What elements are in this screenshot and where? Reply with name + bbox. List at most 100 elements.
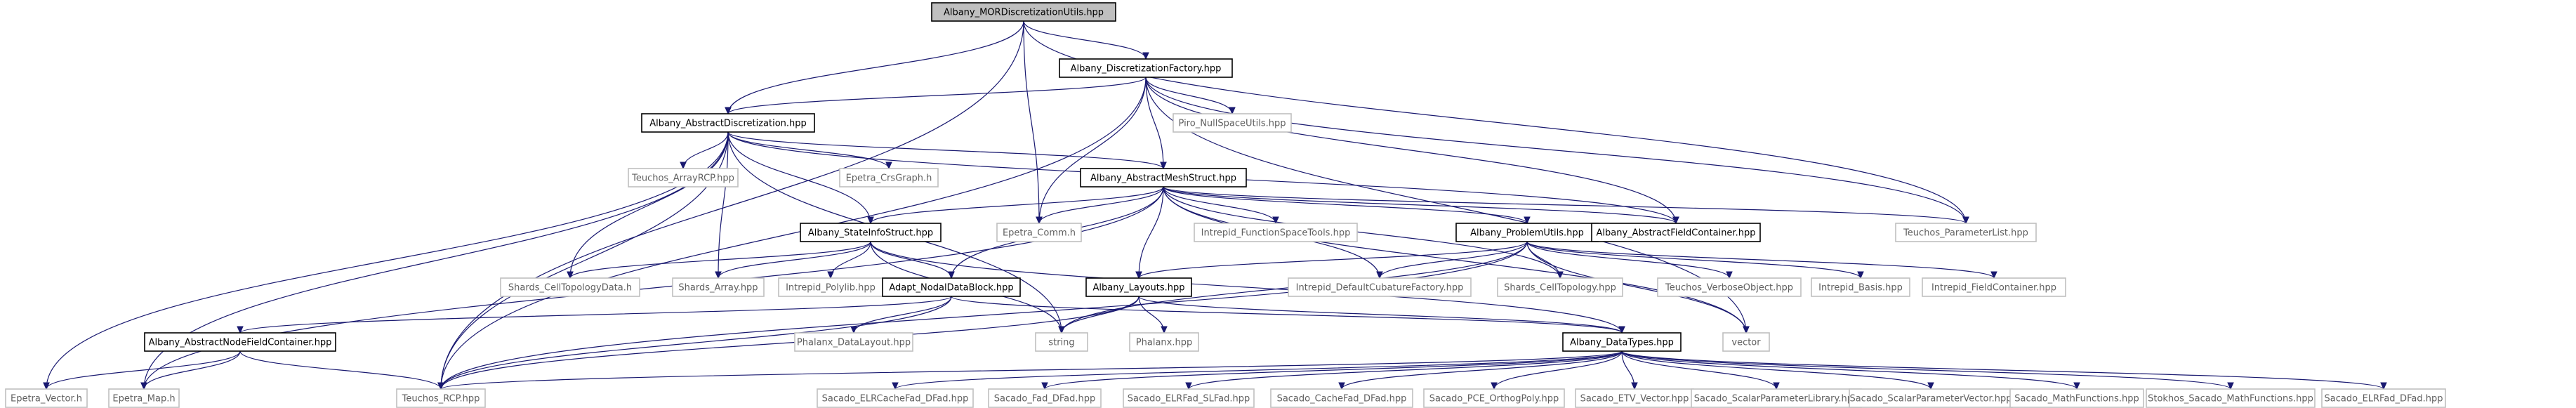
- edge-line: [718, 241, 871, 279]
- edge-line: [1493, 350, 1623, 390]
- node-sacado-elrcachefad-dfad-hpp: Sacado_ELRCacheFad_DFad.hpp: [817, 388, 974, 408]
- edge-arrowhead: [892, 382, 899, 390]
- edge-line: [894, 350, 1623, 390]
- edge-root-to-discfactory: [1023, 20, 1149, 60]
- node-box: [1691, 388, 1862, 408]
- node-label: Sacado_ScalarParameterLibrary.hpp: [1694, 394, 1858, 404]
- node-phalanx-hpp: Phalanx.hpp: [1129, 332, 1199, 352]
- edge-line: [1061, 296, 1140, 334]
- edge-line: [1023, 20, 1040, 224]
- edge-datatypes-to-rcp: [437, 350, 1623, 390]
- node-albany-problemutils-hpp[interactable]: Albany_ProblemUtils.hpp: [1455, 223, 1599, 242]
- edge-arrowhead: [715, 271, 722, 279]
- node-adapt-nodaldatablock-hpp[interactable]: Adapt_NodalDataBlock.hpp: [882, 277, 1021, 297]
- edge-absmesh-to-absfield: [1163, 186, 1679, 225]
- node-label: Stokhos_Sacado_MathFunctions.hpp: [2148, 394, 2313, 404]
- edge-arrowhead: [680, 162, 687, 170]
- node-box: [396, 388, 486, 408]
- node-albany-abstractdiscretization-hpp[interactable]: Albany_AbstractDiscretization.hpp: [641, 113, 815, 133]
- node-shards-array-hpp: Shards_Array.hpp: [672, 277, 765, 297]
- edge-problemutils-to-basis: [1526, 241, 1864, 279]
- edge-datatypes-to-fad: [1041, 350, 1623, 390]
- edge-arrowhead: [140, 382, 147, 390]
- node-box: [1288, 277, 1472, 297]
- edge-absmesh-to-intrepidfs: [1163, 186, 1279, 225]
- node-sacado-mathfunctions-hpp: Sacado_MathFunctions.hpp: [2009, 388, 2144, 408]
- edge-arrowhead: [43, 382, 50, 390]
- edge-absdisc-to-absmesh: [727, 131, 1167, 170]
- edge-layouts-to-rcp: [437, 296, 1140, 390]
- edge-datatypes-to-scalarlib: [1621, 350, 1780, 390]
- node-sacado-scalarparameterlibrary-hpp: Sacado_ScalarParameterLibrary.hpp: [1691, 388, 1862, 408]
- edge-datatypes-to-elrslfad: [1185, 350, 1623, 390]
- node-box: [672, 277, 765, 297]
- edge-arrowhead: [1041, 382, 1048, 390]
- node-box: [794, 332, 913, 352]
- edge-line: [1621, 350, 2078, 390]
- edge-arrowhead: [1631, 382, 1638, 390]
- node-box: [2009, 388, 2144, 408]
- node-albany-discretizationfactory-hpp[interactable]: Albany_DiscretizationFactory.hpp: [1059, 58, 1233, 78]
- edge-arrowhead: [1773, 382, 1780, 390]
- node-box: [1194, 223, 1358, 242]
- edge-line: [1163, 186, 1967, 224]
- edge-line: [727, 131, 871, 224]
- node-sacado-cachefad-dfad-hpp: Sacado_CacheFad_DFad.hpp: [1270, 388, 1413, 408]
- node-box: [1085, 277, 1192, 297]
- edge-line: [1621, 350, 1777, 390]
- edge-line: [718, 131, 729, 279]
- edge-arrowhead: [1491, 382, 1498, 390]
- edge-discfactory-to-absdisc: [725, 77, 1147, 115]
- edge-arrowhead: [1185, 382, 1192, 390]
- node-piro-nullspaceutils-hpp: Piro_NullSpaceUtils.hpp: [1173, 113, 1292, 133]
- edge-root-to-comm: [1023, 20, 1043, 225]
- node-label: Teuchos_ParameterList.hpp: [1903, 228, 2028, 239]
- node-intrepid-functionspacetools-hpp: Intrepid_FunctionSpaceTools.hpp: [1194, 223, 1358, 242]
- node-albany-mordiscretizationutils-hpp[interactable]: Albany_MORDiscretizationUtils.hpp: [931, 2, 1116, 22]
- edge-absmesh-to-layouts: [1135, 186, 1164, 279]
- edge-line: [440, 296, 952, 390]
- node-stokhos-sacado-mathfunctions-hpp: Stokhos_Sacado_MathFunctions.hpp: [2146, 388, 2316, 408]
- edge-line: [1163, 186, 1276, 224]
- edge-arrowhead: [1618, 326, 1625, 334]
- node-teuchos-rcp-hpp: Teuchos_RCP.hpp: [396, 388, 486, 408]
- node-albany-abstractmeshstruct-hpp[interactable]: Albany_AbstractMeshStruct.hpp: [1080, 168, 1247, 187]
- node-box: [996, 223, 1082, 242]
- edge-problemutils-to-fieldcont: [1526, 241, 1997, 279]
- edge-line: [1526, 241, 1861, 279]
- edge-line: [1379, 241, 1528, 279]
- edge-line: [143, 350, 241, 390]
- edge-arrowhead: [1229, 107, 1236, 115]
- node-albany-abstractnodefieldcontainer-hpp[interactable]: Albany_AbstractNodeFieldContainer.hpp: [144, 332, 336, 352]
- edge-absnodefield-to-evector: [43, 350, 241, 390]
- edge-arrowhead: [437, 382, 444, 390]
- edge-line: [569, 131, 729, 279]
- node-label: Phalanx.hpp: [1136, 338, 1192, 348]
- edge-layouts-to-phalanx: [1138, 296, 1168, 334]
- node-label: Albany_Layouts.hpp: [1093, 283, 1185, 294]
- node-box: [1591, 223, 1761, 242]
- node-label: Shards_CellTopologyData.h: [508, 283, 632, 294]
- edge-datatypes-to-pce: [1491, 350, 1623, 390]
- edge-stateinfo-to-polylib: [827, 241, 871, 279]
- node-label: Sacado_ELRFad_SLFad.hpp: [1128, 394, 1250, 404]
- edge-line: [1163, 186, 1677, 224]
- node-albany-abstractfieldcontainer-hpp[interactable]: Albany_AbstractFieldContainer.hpp: [1591, 223, 1761, 242]
- node-shards-celltopologydata-h: Shards_CellTopologyData.h: [500, 277, 640, 297]
- edge-line: [951, 296, 1623, 334]
- edge-line: [1145, 77, 1677, 224]
- edge-absnodefield-to-rcp: [239, 350, 444, 390]
- node-albany-datatypes-hpp[interactable]: Albany_DataTypes.hpp: [1562, 332, 1682, 352]
- node-box: [144, 332, 336, 352]
- node-sacado-etv-vector-hpp: Sacado_ETV_Vector.hpp: [1575, 388, 1694, 408]
- edge-arrowhead: [1058, 326, 1065, 334]
- node-label: vector: [1731, 338, 1761, 348]
- node-box: [1575, 388, 1694, 408]
- edge-line: [1145, 77, 1967, 224]
- node-albany-layouts-hpp[interactable]: Albany_Layouts.hpp: [1085, 277, 1192, 297]
- edge-line: [853, 296, 952, 334]
- node-label: Teuchos_ArrayRCP.hpp: [631, 173, 734, 184]
- node-albany-stateinfostruct-hpp[interactable]: Albany_StateInfoStruct.hpp: [800, 223, 942, 242]
- node-label: Epetra_Map.h: [112, 394, 175, 404]
